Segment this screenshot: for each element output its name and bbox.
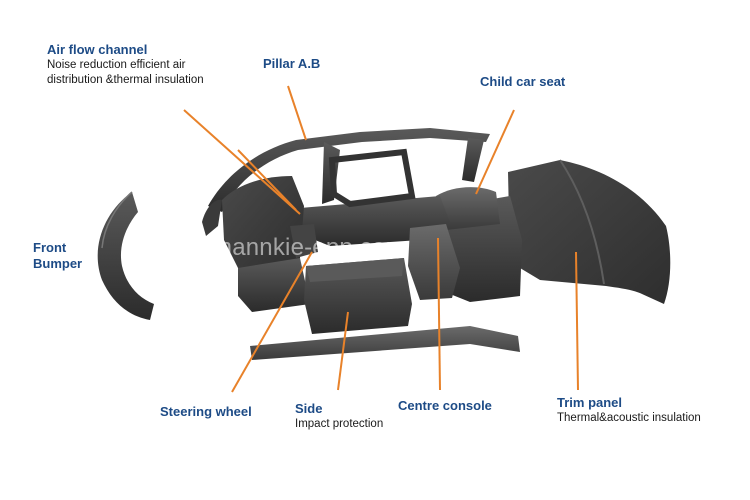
- leader-steering: [231, 251, 313, 393]
- trim-panel-highlight: [559, 159, 605, 285]
- front-bumper-part: [97, 192, 154, 320]
- side-sill-part: [250, 326, 520, 360]
- label-side: Side Impact protection: [295, 401, 383, 432]
- leader-steering-a: [183, 109, 301, 215]
- leader-centre-console: [437, 237, 441, 391]
- steering-wheel-title: Steering wheel: [160, 404, 252, 419]
- child-seat-part: [434, 187, 500, 230]
- label-child-car-seat: Child car seat: [480, 74, 565, 90]
- centre-console-title: Centre console: [398, 398, 492, 413]
- side-title: Side: [295, 401, 323, 416]
- front-bumper-title-2: Bumper: [33, 256, 83, 272]
- front-seat-lower: [238, 258, 310, 312]
- air-flow-desc-1: Noise reduction efficient air: [47, 59, 186, 72]
- pillar-rear-part: [462, 138, 484, 182]
- leader-side: [337, 311, 349, 391]
- side-desc: Impact protection: [295, 418, 384, 431]
- centre-console-part: [408, 224, 460, 300]
- front-bumper-edge: [101, 191, 133, 249]
- air-flow-desc-2: distribution &thermal insulation: [47, 73, 204, 86]
- air-flow-title: Air flow channel: [47, 42, 148, 57]
- leader-child-seat: [475, 109, 515, 195]
- door-frame-part: [328, 148, 416, 208]
- label-air-flow-channel: Air flow channel Noise reduction efficie…: [47, 42, 204, 87]
- trim-panel-part: [508, 160, 671, 304]
- leader-trim-panel: [575, 251, 579, 391]
- leader-air-flow: [237, 149, 297, 211]
- child-seat-title: Child car seat: [480, 74, 566, 89]
- trim-panel-desc: Thermal&acoustic insulation: [557, 412, 701, 425]
- trim-panel-title: Trim panel: [557, 395, 623, 410]
- label-pillar: Pillar A.B: [263, 56, 320, 72]
- fender-liner-part: [202, 199, 222, 236]
- label-centre-console: Centre console: [398, 398, 492, 414]
- label-front-bumper: Front Bumper: [33, 240, 82, 273]
- side-impact-top: [306, 258, 404, 282]
- pillar-title: Pillar A.B: [263, 56, 321, 71]
- front-bumper-title-1: Front: [33, 240, 67, 255]
- steering-part: [290, 224, 318, 258]
- watermark: mannkie-epp.com: [212, 234, 406, 261]
- leader-pillar: [287, 85, 307, 141]
- label-trim-panel: Trim panel Thermal&acoustic insulation: [557, 395, 701, 426]
- label-steering-wheel: Steering wheel: [160, 404, 252, 420]
- pillar-frame-part: [208, 128, 490, 212]
